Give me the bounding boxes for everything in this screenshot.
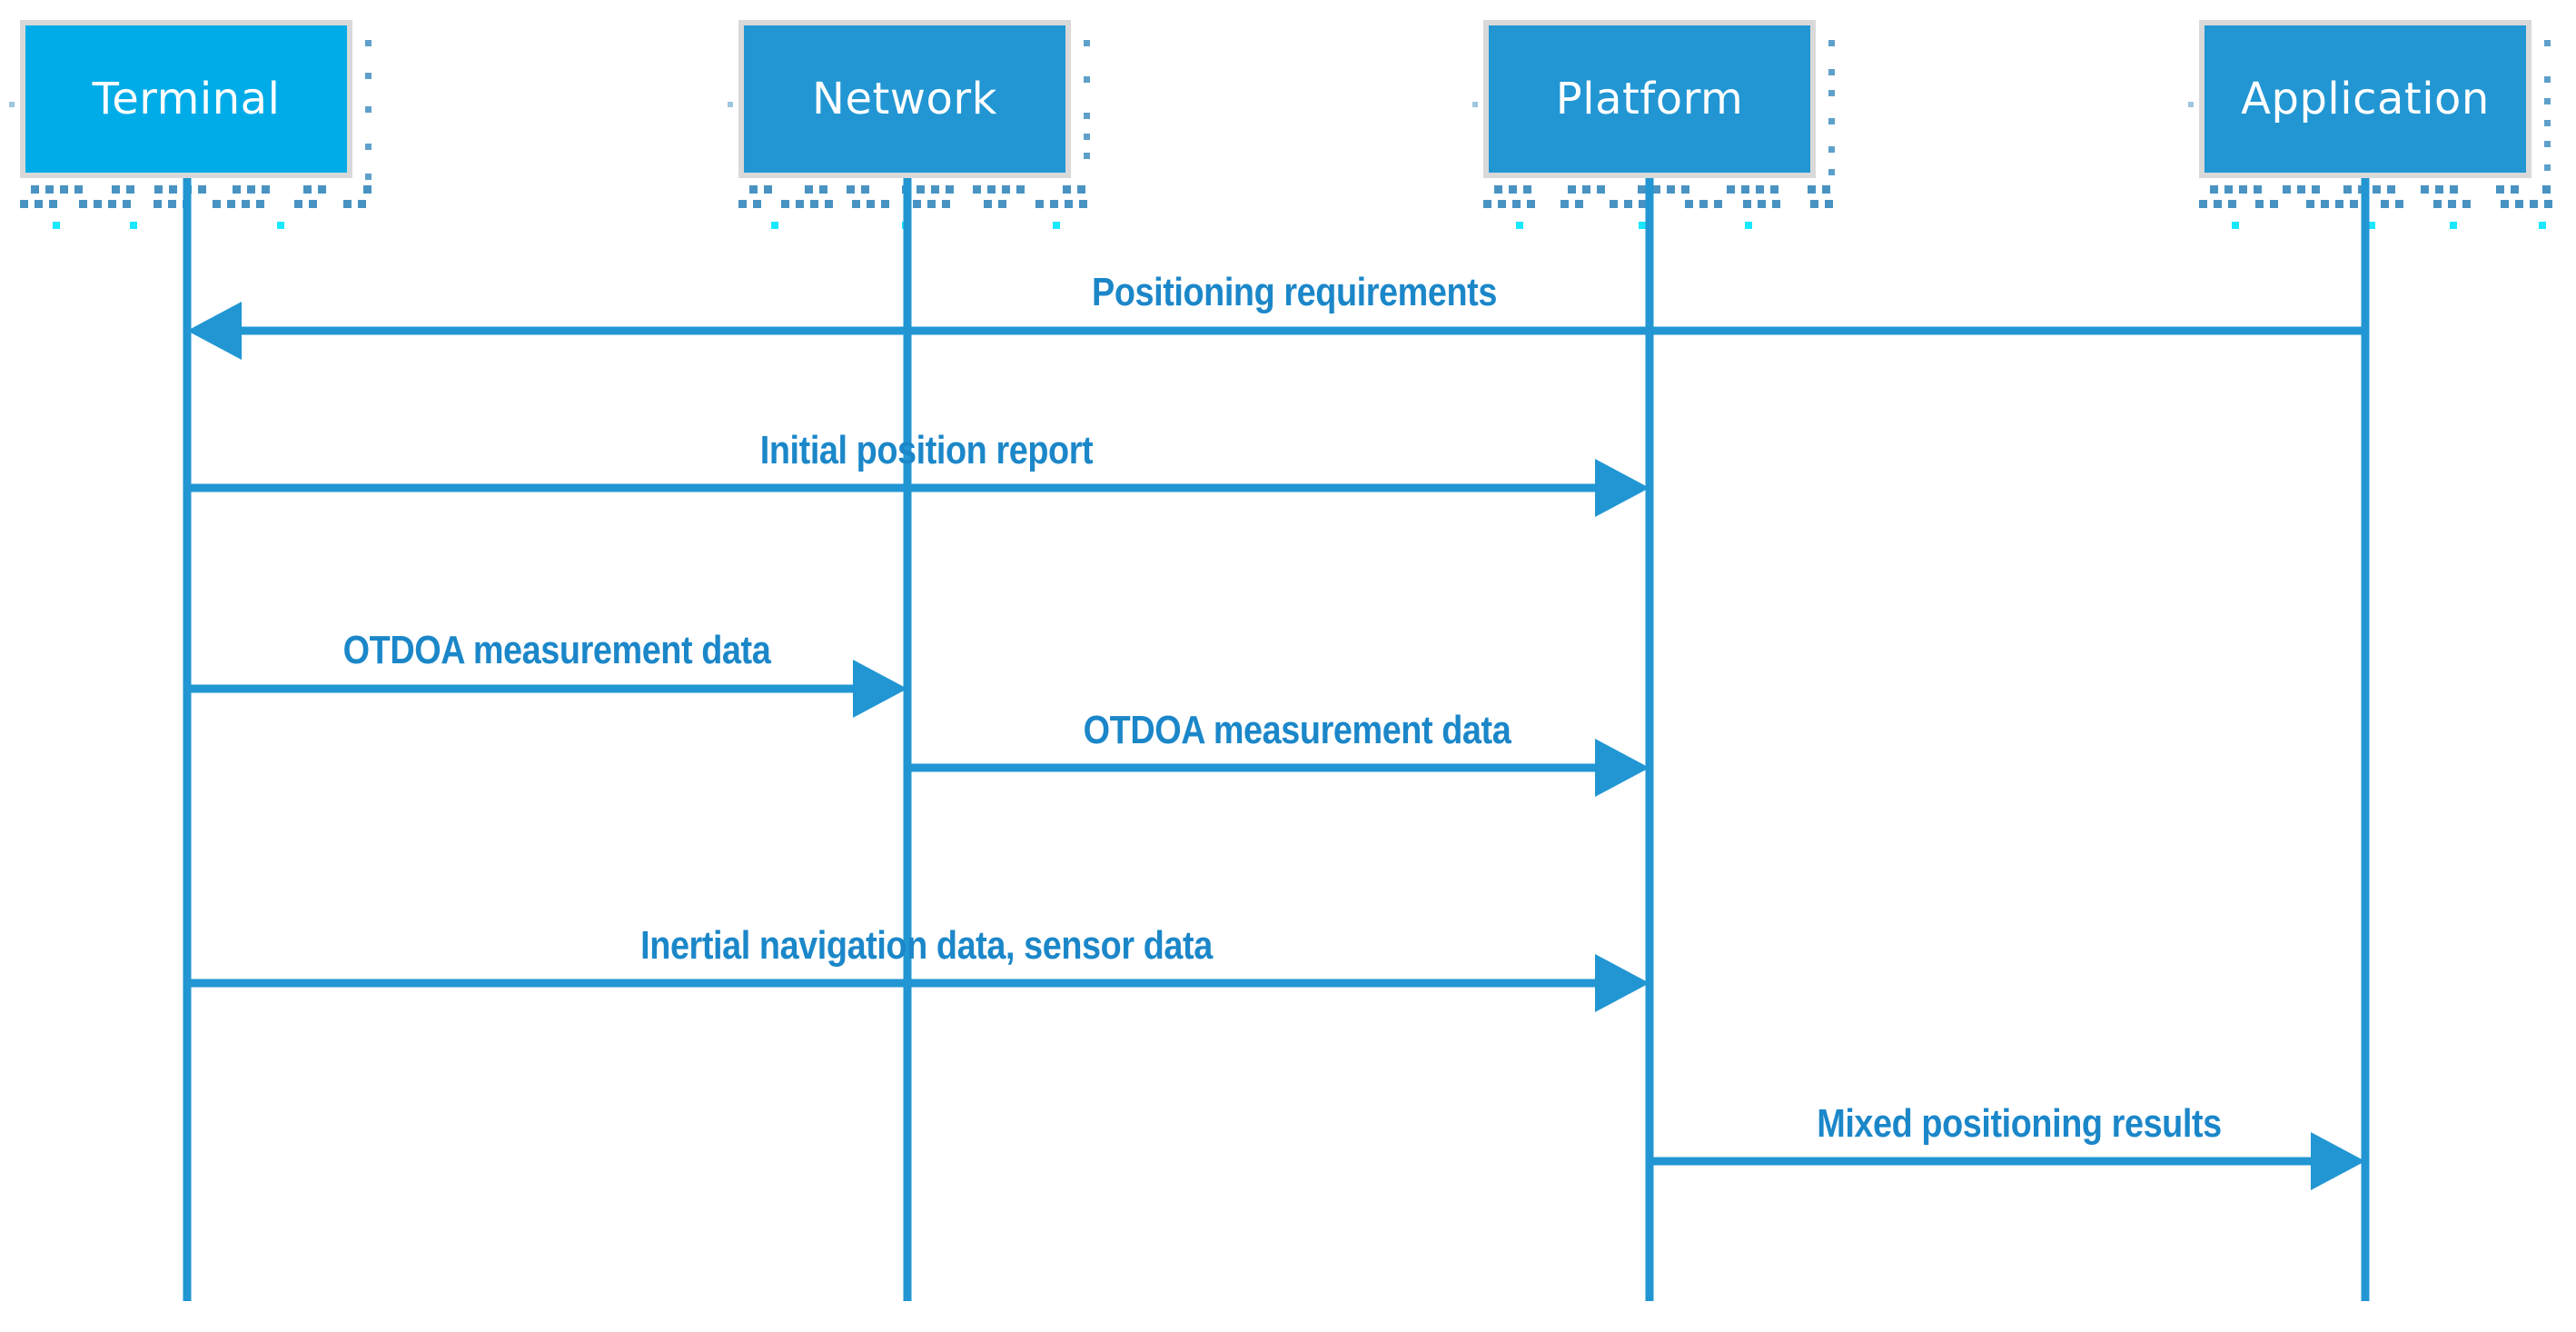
- participant-label-network: Network: [812, 74, 997, 124]
- participant-box-terminal[interactable]: Terminal: [20, 20, 352, 178]
- participant-label-platform: Platform: [1555, 74, 1744, 124]
- arrow-head: [853, 660, 907, 718]
- message-arrow-mixed-positioning-results[interactable]: [1650, 1132, 2365, 1190]
- message-label-inertial-navigation-sensor-data: Inertial navigation data, sensor data: [640, 923, 1213, 968]
- arrow-head: [1595, 954, 1650, 1012]
- message-arrow-inertial-navigation-sensor-data[interactable]: [187, 954, 1650, 1012]
- arrow-head: [187, 302, 242, 360]
- message-label-mixed-positioning-results: Mixed positioning results: [1817, 1101, 2222, 1146]
- message-arrows-group: [187, 302, 2365, 1190]
- message-label-otdoa-measurement-data-1: OTDOA measurement data: [342, 628, 771, 672]
- message-label-initial-position-report: Initial position report: [759, 428, 1094, 472]
- arrow-head: [2311, 1132, 2365, 1190]
- message-arrow-initial-position-report[interactable]: [187, 459, 1650, 517]
- message-arrow-otdoa-measurement-data-2[interactable]: [907, 739, 1650, 797]
- message-arrow-positioning-requirements[interactable]: [187, 302, 2365, 360]
- message-label-otdoa-measurement-data-2: OTDOA measurement data: [1083, 708, 1511, 752]
- arrow-head: [1595, 459, 1650, 517]
- participant-box-network[interactable]: Network: [738, 20, 1071, 178]
- message-label-positioning-requirements: Positioning requirements: [1092, 270, 1497, 314]
- arrow-head: [1595, 739, 1650, 797]
- participant-label-terminal: Terminal: [92, 74, 281, 124]
- message-arrow-otdoa-measurement-data-1[interactable]: [187, 660, 907, 718]
- participant-label-application: Application: [2241, 74, 2490, 124]
- participant-box-application[interactable]: Application: [2199, 20, 2531, 178]
- participant-box-platform[interactable]: Platform: [1483, 20, 1816, 178]
- lifelines-group: [183, 171, 2370, 1301]
